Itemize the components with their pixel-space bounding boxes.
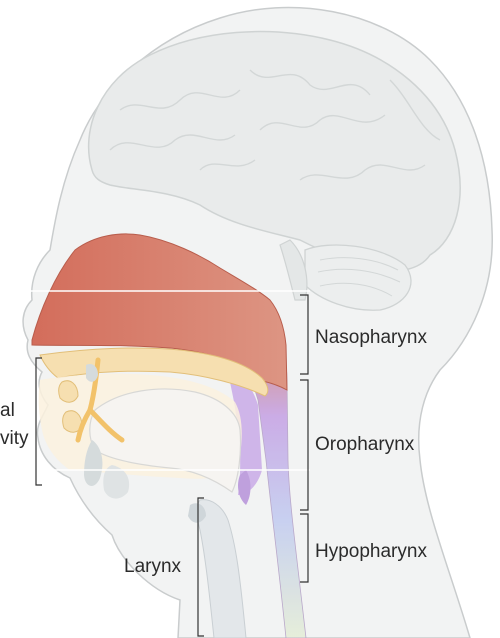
label-larynx: Larynx bbox=[124, 556, 182, 577]
label-nasopharynx: Nasopharynx bbox=[315, 327, 427, 348]
label-oral-cavity-line1: al bbox=[0, 400, 15, 421]
label-hypopharynx: Hypopharynx bbox=[315, 541, 427, 562]
label-oral-cavity-line2: vity bbox=[0, 428, 29, 449]
label-oropharynx: Oropharynx bbox=[315, 434, 415, 455]
